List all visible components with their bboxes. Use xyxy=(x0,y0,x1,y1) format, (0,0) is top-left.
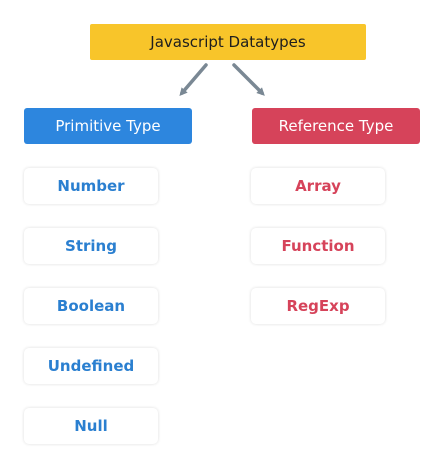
primitive-item-boolean: Boolean xyxy=(24,288,158,324)
category-reference-label: Reference Type xyxy=(278,117,394,135)
primitive-item-label: Boolean xyxy=(56,297,126,315)
primitive-item-number: Number xyxy=(24,168,158,204)
reference-item-label: RegExp xyxy=(286,297,350,315)
arrow-to-reference xyxy=(232,63,265,96)
reference-item-array: Array xyxy=(251,168,385,204)
category-primitive: Primitive Type xyxy=(24,108,192,144)
root-node: Javascript Datatypes xyxy=(90,24,366,60)
reference-item-function: Function xyxy=(251,228,385,264)
primitive-item-label: Undefined xyxy=(47,357,135,375)
reference-item-regexp: RegExp xyxy=(251,288,385,324)
category-primitive-label: Primitive Type xyxy=(55,117,161,135)
primitive-item-string: String xyxy=(24,228,158,264)
primitive-item-null: Null xyxy=(24,408,158,444)
reference-item-label: Function xyxy=(281,237,355,255)
root-label: Javascript Datatypes xyxy=(150,33,306,51)
primitive-item-undefined: Undefined xyxy=(24,348,158,384)
arrow-to-primitive xyxy=(179,63,208,97)
reference-item-label: Array xyxy=(295,177,341,195)
primitive-item-label: Null xyxy=(74,417,108,435)
category-reference: Reference Type xyxy=(252,108,420,144)
primitive-item-label: Number xyxy=(57,177,125,195)
primitive-item-label: String xyxy=(65,237,117,255)
